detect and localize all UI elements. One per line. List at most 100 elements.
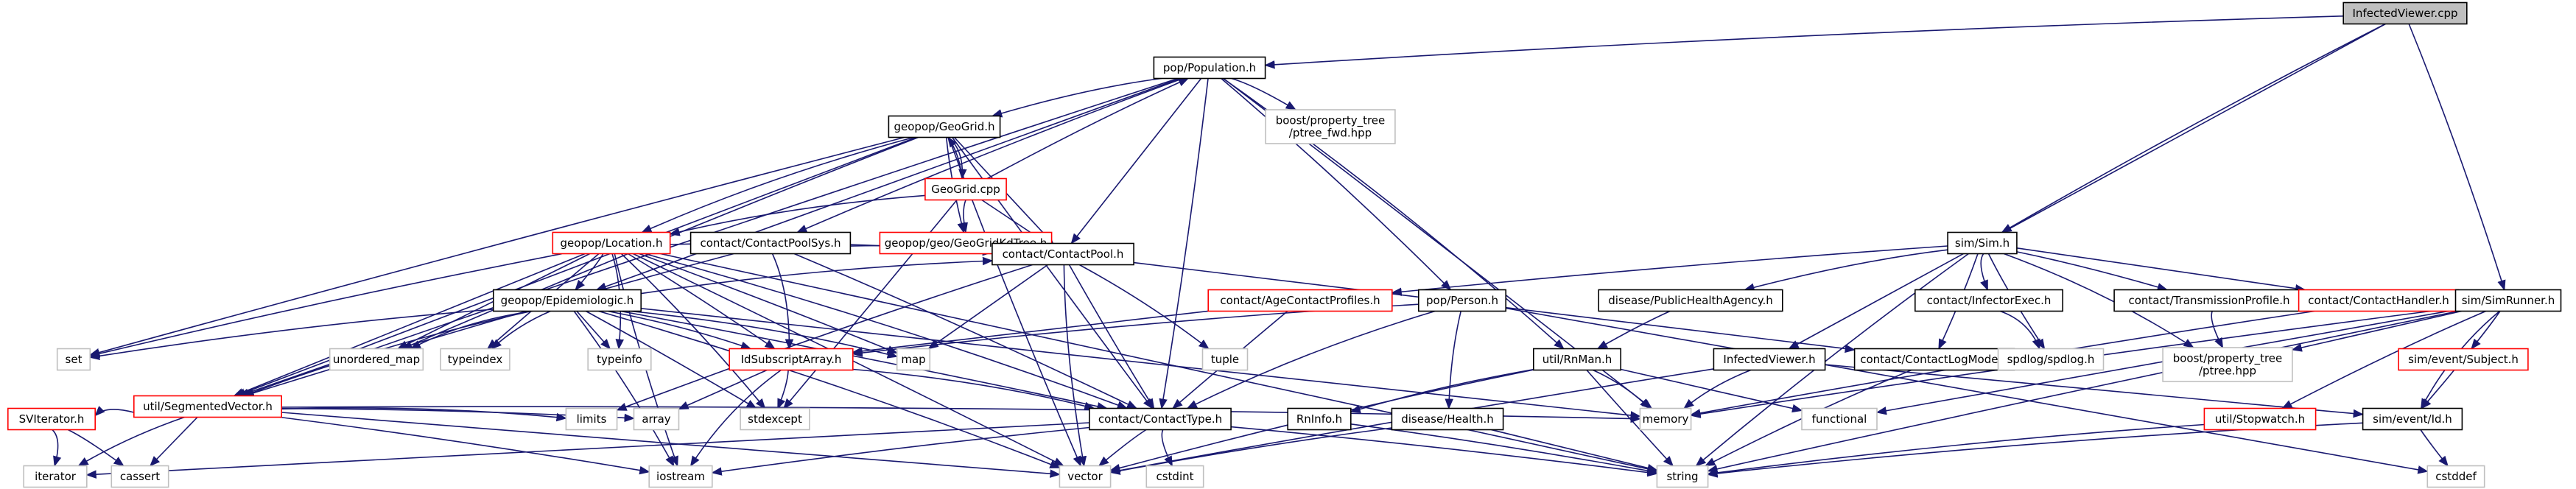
node-box: [1089, 407, 1232, 431]
node-sviterator-h[interactable]: SVIterator.h: [7, 407, 96, 431]
node-contact-agecontactprofiles-h[interactable]: contact/AgeContactProfiles.h: [1207, 289, 1393, 312]
node-tuple[interactable]: tuple: [1201, 348, 1249, 371]
node-box: [740, 407, 810, 431]
node-vector[interactable]: vector: [1059, 465, 1112, 488]
node-rninfo-h[interactable]: RnInfo.h: [1287, 407, 1352, 431]
node-label-line: sim/event/Id.h: [2373, 412, 2452, 426]
node-geopop-geogrid-h[interactable]: geopop/GeoGrid.h: [888, 115, 1001, 138]
edge-pop-person-h-to-idsubscriptarray-h: [852, 303, 1419, 357]
node-typeinfo[interactable]: typeinfo: [587, 348, 652, 371]
node-label-line: boost/property_tree: [2173, 352, 2283, 366]
edge-sim-sim-h-to-disease-publichealthagency-h: [1744, 249, 1948, 292]
node-geopop-location-h[interactable]: geopop/Location.h: [552, 231, 671, 255]
node-label: spdlog/spdlog.h: [2007, 353, 2095, 366]
node-box: [565, 407, 618, 431]
node-contact-contactlogmode-h[interactable]: contact/ContactLogMode.h: [1853, 348, 2015, 371]
node-spdlog-h[interactable]: spdlog/spdlog.h: [1997, 348, 2105, 371]
node-contact-contacttype-h[interactable]: contact/ContactType.h: [1089, 407, 1232, 431]
node-box: [888, 115, 1001, 138]
node-typeindex[interactable]: typeindex: [440, 348, 510, 371]
node-set[interactable]: set: [56, 348, 91, 371]
node-geopop-epidemiologic-h[interactable]: geopop/Epidemiologic.h: [492, 289, 642, 312]
node-string[interactable]: string: [1656, 465, 1709, 488]
edge-util-rnman-h-to-string: [1586, 369, 1674, 467]
node-contact-contacthandler-h[interactable]: contact/ContactHandler.h: [2298, 289, 2460, 312]
node-contact-contactpoolsys-h[interactable]: contact/ContactPoolSys.h: [689, 231, 852, 255]
node-iostream[interactable]: iostream: [648, 465, 713, 488]
node-contact-contactpool-h[interactable]: contact/ContactPool.h: [992, 242, 1134, 266]
node-sim-simrunner-h[interactable]: sim/SimRunner.h: [2454, 289, 2562, 312]
node-functional[interactable]: functional: [1801, 407, 1878, 431]
node-label: InfectedViewer.h: [1723, 353, 1815, 366]
node-label: iostream: [656, 470, 705, 483]
edge-geopop-geogrid-h-to-contact-contacttype-h: [952, 137, 1154, 409]
node-array[interactable]: array: [633, 407, 680, 431]
node-stdexcept[interactable]: stdexcept: [740, 407, 810, 431]
node-memory[interactable]: memory: [1639, 407, 1692, 431]
node-box: [1059, 465, 1112, 488]
node-label-line: disease/PublicHealthAgency.h: [1608, 294, 1772, 307]
node-label: geopop/Epidemiologic.h: [501, 294, 634, 307]
node-disease-health-h[interactable]: disease/Health.h: [1391, 407, 1504, 431]
node-box: [1533, 348, 1622, 371]
edge-sim-simrunner-h-to-util-stopwatch-h: [2281, 310, 2486, 409]
node-unordered-map[interactable]: unordered_map: [329, 348, 424, 371]
node-boost-ptree-fwd[interactable]: boost/property_tree/ptree_fwd.hpp: [1265, 109, 1396, 144]
edge-geogrid-cpp-to-stdexcept: [783, 199, 958, 409]
node-boost-ptree[interactable]: boost/property_tree/ptree.hpp: [2162, 347, 2293, 382]
node-label: IdSubscriptArray.h: [741, 353, 842, 366]
node-sim-event-id-h[interactable]: sim/event/Id.h: [2362, 407, 2463, 431]
node-sim-event-subject-h[interactable]: sim/event/Subject.h: [2398, 348, 2529, 371]
node-util-stopwatch-h[interactable]: util/Stopwatch.h: [2203, 407, 2317, 431]
node-pop-person-h[interactable]: pop/Person.h: [1418, 289, 1507, 312]
node-sim-sim-h[interactable]: sim/Sim.h: [1947, 231, 2018, 255]
edge-geopop-geogrid-h-to-geopop-location-h: [641, 136, 914, 233]
node-util-rnman-h[interactable]: util/RnMan.h: [1533, 348, 1622, 371]
node-infectedviewer-h[interactable]: InfectedViewer.h: [1713, 348, 1826, 371]
node-label: sim/event/Id.h: [2373, 412, 2452, 426]
node-label: geopop/GeoGrid.h: [894, 120, 995, 133]
node-label: SVIterator.h: [19, 412, 85, 426]
edge-util-segmentedvector-h-to-iterator: [77, 416, 185, 467]
node-label: string: [1666, 470, 1698, 483]
node-iterator[interactable]: iterator: [23, 465, 88, 488]
node-label-line: set: [66, 353, 83, 366]
edge-contact-contacttype-h-to-iostream: [711, 426, 1089, 476]
node-box: [1418, 289, 1507, 312]
node-pop-population-h[interactable]: pop/Population.h: [1153, 56, 1266, 80]
edge-contact-contactpool-h-to-tuple: [1078, 264, 1210, 350]
node-label: cassert: [120, 470, 160, 483]
node-contact-transmissionprofile-h[interactable]: contact/TransmissionProfile.h: [2113, 289, 2305, 312]
node-label: pop/Population.h: [1163, 61, 1256, 74]
node-limits[interactable]: limits: [565, 407, 618, 431]
node-infectedviewer-cpp[interactable]: InfectedViewer.cpp: [2342, 1, 2468, 25]
node-label: cstddef: [2435, 470, 2477, 483]
edge-util-rnman-h-to-memory: [1593, 369, 1651, 409]
node-box: [729, 348, 854, 371]
node-label: geopop/Location.h: [561, 236, 663, 250]
node-label-line: vector: [1067, 470, 1103, 483]
edge-util-rnman-h-to-rninfo-h: [1350, 368, 1534, 413]
node-cassert[interactable]: cassert: [110, 465, 169, 488]
node-geogrid-cpp[interactable]: GeoGrid.cpp: [924, 177, 1007, 201]
node-label-line: InfectedViewer.cpp: [2353, 7, 2458, 20]
node-box: [1145, 465, 1204, 488]
edge-pop-population-h-to-geopop-geogrid-h: [991, 77, 1162, 118]
node-label-line: contact/InfectorExec.h: [1927, 294, 2052, 307]
node-label-line: RnInfo.h: [1296, 412, 1342, 426]
node-cstddef[interactable]: cstddef: [2426, 465, 2485, 488]
node-cstdint[interactable]: cstdint: [1145, 465, 1204, 488]
node-label: typeinfo: [597, 353, 642, 366]
edge-util-segmentedvector-h-to-limits: [281, 407, 567, 422]
node-box: [1853, 348, 2015, 371]
node-box: [1201, 348, 1249, 371]
node-contact-infectorexec-h[interactable]: contact/InfectorExec.h: [1915, 289, 2064, 312]
node-label-line: contact/ContactPoolSys.h: [700, 236, 840, 250]
edge-sim-sim-h-to-contact-agecontactprofiles-h: [1391, 245, 1948, 296]
node-disease-publichealthagency-h[interactable]: disease/PublicHealthAgency.h: [1598, 289, 1783, 312]
node-idsubscriptarray-h[interactable]: IdSubscriptArray.h: [729, 348, 854, 371]
node-label-line: geopop/Epidemiologic.h: [501, 294, 634, 307]
node-map[interactable]: map: [896, 348, 931, 371]
node-util-segmentedvector-h[interactable]: util/SegmentedVector.h: [133, 395, 282, 418]
edge-disease-health-h-to-string: [1491, 429, 1658, 473]
